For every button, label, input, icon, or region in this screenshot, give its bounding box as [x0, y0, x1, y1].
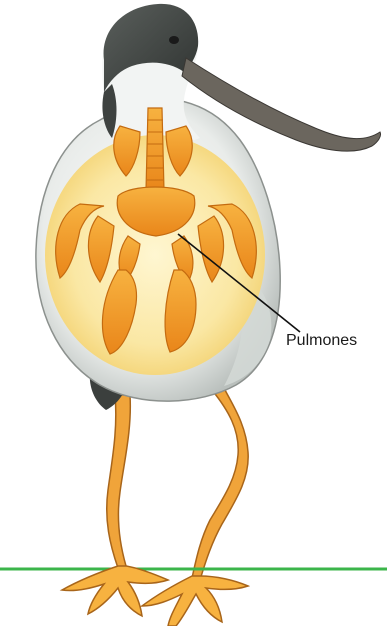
right-leg	[192, 388, 248, 580]
left-foot	[62, 566, 168, 616]
eye	[169, 36, 179, 44]
feet	[62, 566, 248, 626]
right-foot	[142, 576, 248, 626]
legs	[107, 388, 248, 580]
lungs-label: Pulmones	[286, 332, 357, 350]
left-leg	[107, 395, 131, 568]
